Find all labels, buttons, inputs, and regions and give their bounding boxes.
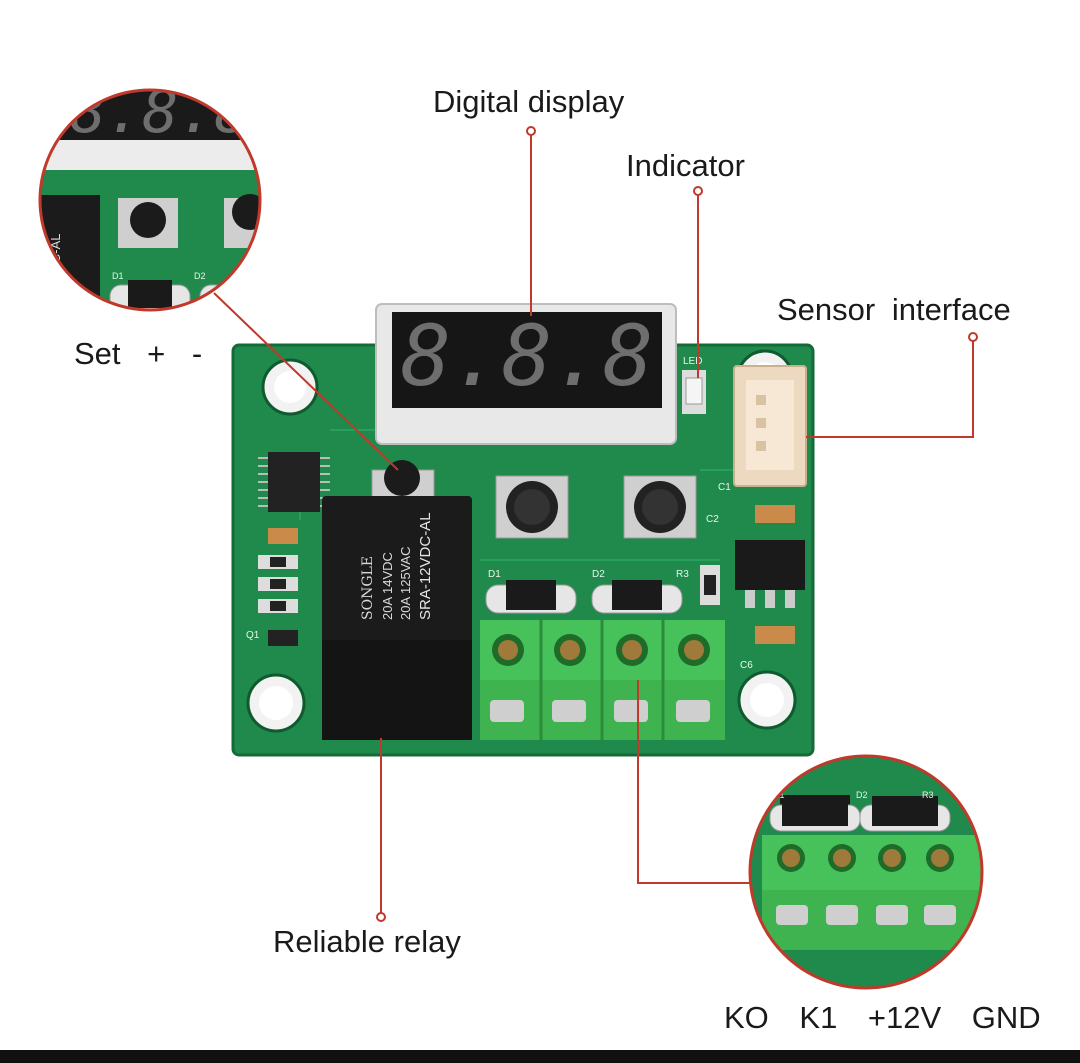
mounting-hole — [246, 673, 306, 733]
zoom-left: 8.8.8 -12VDC-AL VAC D1 D2 — [31, 77, 262, 312]
label-sensor-interface: Sensor interface — [777, 292, 1011, 327]
relay-line1: 20A 14VDC — [380, 552, 395, 620]
minus-button — [623, 475, 697, 539]
led-indicator: LED — [682, 356, 706, 414]
silkscreen-r3: R3 — [676, 569, 689, 580]
relay-model: SRA-12VDC-AL — [417, 512, 434, 620]
relay-line2: 20A 125VAC — [398, 547, 413, 620]
silkscreen-led: LED — [683, 356, 702, 367]
relay: SONGLE 20A 14VDC 20A 125VAC SRA-12VDC-AL — [322, 496, 472, 740]
mounting-hole — [737, 670, 797, 730]
bottom-bar — [0, 1050, 1080, 1063]
set-button — [371, 460, 435, 499]
silkscreen-d1: D1 — [488, 569, 501, 580]
silkscreen-c2: C2 — [706, 514, 719, 525]
silkscreen-q1: Q1 — [246, 630, 260, 641]
silkscreen-d2: D2 — [592, 569, 605, 580]
label-set-buttons: Set + - — [74, 336, 203, 371]
display-digits: 8.8.8 — [401, 307, 654, 405]
relay-brand: SONGLE — [360, 556, 376, 620]
diode-d1: D1 — [485, 569, 577, 614]
silkscreen-c1: C1 — [718, 482, 731, 493]
leader-lines — [213, 126, 978, 922]
label-terminals: KO K1 +12V GND — [724, 1000, 1041, 1035]
svg-text:8.8.8: 8.8.8 — [70, 77, 251, 147]
label-digital-display: Digital display — [433, 84, 625, 119]
zoom-right-r3: R3 — [922, 790, 934, 800]
digital-display: 8.8.8 — [375, 303, 677, 445]
zoom-left-d1: D1 — [112, 271, 124, 281]
ic-chip — [258, 452, 330, 512]
mounting-hole — [261, 358, 319, 416]
smd-components — [258, 505, 805, 646]
label-indicator: Indicator — [626, 148, 745, 183]
label-reliable-relay: Reliable relay — [273, 924, 461, 959]
zoom-left-d2: D2 — [194, 271, 206, 281]
diode-d2: D2 R3 — [591, 569, 689, 614]
sensor-connector — [733, 365, 807, 487]
zoom-right: D1 D2 R3 — [748, 754, 984, 990]
zoom-vac-fragment: VAC — [31, 256, 45, 280]
plus-button — [495, 475, 569, 539]
silkscreen-c6: C6 — [740, 660, 753, 671]
terminal-block — [480, 620, 725, 740]
zoom-right-d2: D2 — [856, 790, 868, 800]
